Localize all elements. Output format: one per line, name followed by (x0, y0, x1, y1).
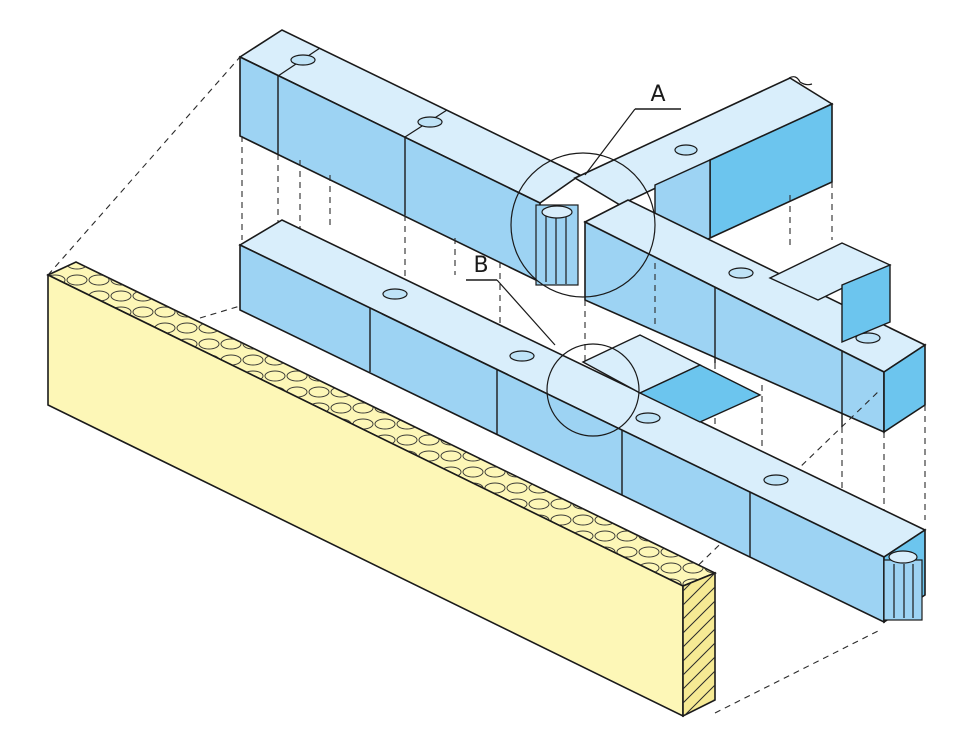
timber-beam (46, 261, 717, 718)
callout-label-A: A (650, 82, 665, 107)
timber-beam-end-hatch (683, 573, 715, 716)
detail-circles (510, 152, 656, 437)
upper-right-stub-side (841, 263, 891, 344)
detail-circle-A (510, 152, 656, 298)
notch-A (535, 204, 579, 286)
callout-B: B (466, 253, 556, 346)
lower-end-notch (883, 550, 923, 621)
lower-cross-log-side (638, 364, 762, 423)
lower-log-course (238, 219, 927, 624)
timber-beam-top-pattern (48, 262, 715, 586)
callout-label-B: B (473, 253, 488, 278)
callout-A: A (584, 82, 681, 176)
detail-circle-B (546, 343, 640, 437)
upper-log-course (238, 29, 927, 434)
